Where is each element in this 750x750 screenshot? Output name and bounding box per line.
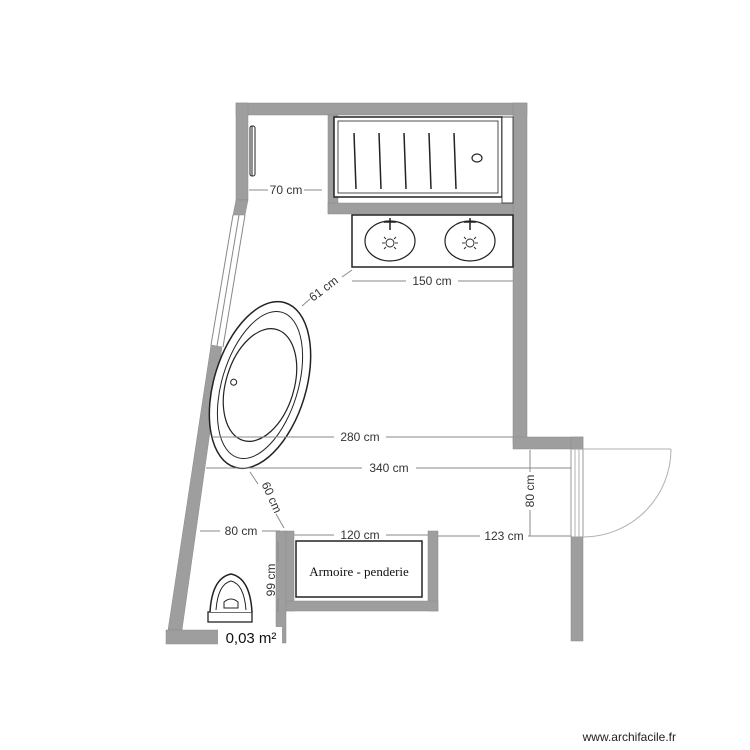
- wall-shower-bottom: [327, 202, 514, 215]
- wall-left-upper: [235, 102, 249, 201]
- credit-link[interactable]: www.archifacile.fr: [582, 730, 676, 744]
- window: [210, 214, 246, 348]
- dim-vanity-width: 150 cm: [412, 274, 451, 288]
- towel-radiator: [249, 125, 256, 177]
- dim-wardrobe-width: 120 cm: [340, 528, 379, 542]
- wardrobe-label: Armoire - penderie: [309, 564, 409, 579]
- dim-tub-clearance: 61 cm: [306, 273, 341, 304]
- wall-right-lower: [570, 436, 584, 450]
- shower-tray: [333, 116, 514, 204]
- dim-wc-depth: 99 cm: [264, 564, 278, 597]
- dim-shower-clearance: 70 cm: [270, 183, 303, 197]
- dim-tub-to-wc: 60 cm: [259, 480, 285, 516]
- dimension-lines: [200, 189, 571, 612]
- dim-door-width: 80 cm: [523, 475, 537, 508]
- dim-room-width-upper: 280 cm: [340, 430, 379, 444]
- dim-room-width-total: 340 cm: [369, 461, 408, 475]
- dim-wardrobe-to-door: 123 cm: [484, 529, 523, 543]
- double-vanity: [351, 214, 514, 268]
- toilet: [207, 573, 253, 623]
- area-label: 0,03 m²: [226, 630, 277, 647]
- wall-wardrobe-bottom: [283, 600, 439, 612]
- wall-top: [235, 102, 528, 116]
- freestanding-bathtub: [208, 300, 312, 470]
- wardrobe: [295, 540, 423, 598]
- wall-left-diag: [232, 199, 249, 216]
- wall-wardrobe-right: [427, 530, 439, 612]
- dim-wc-width: 80 cm: [225, 524, 258, 538]
- wall-right-lower-2: [570, 536, 584, 642]
- swing-door: [570, 448, 672, 538]
- area-label-bg: [218, 627, 282, 647]
- wall-right-upper: [512, 102, 528, 444]
